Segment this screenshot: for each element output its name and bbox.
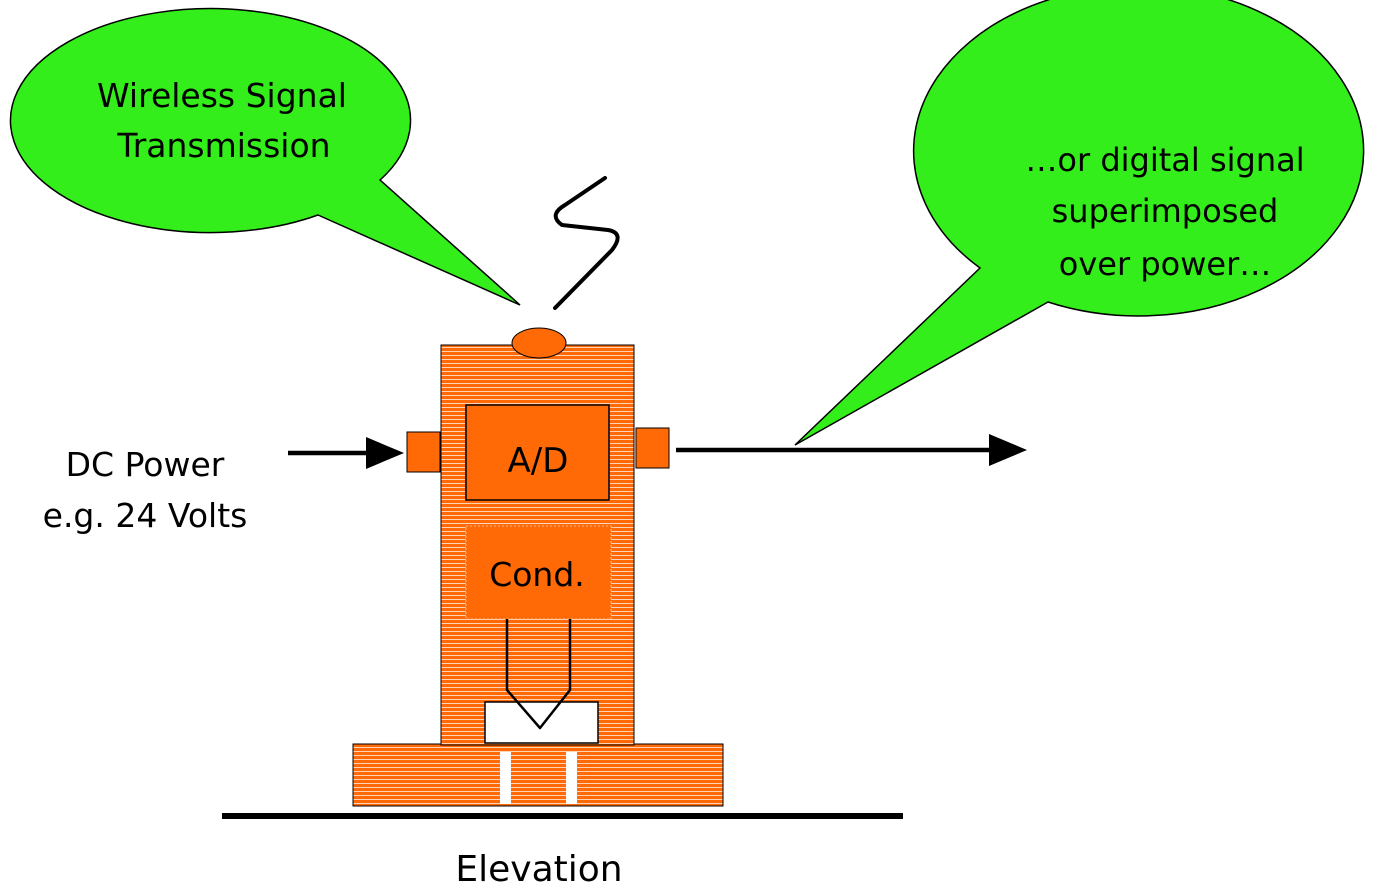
base-slot-left: [500, 752, 511, 804]
power-input-arrow: [288, 437, 404, 469]
wireless-callout-shape: [9, 7, 521, 306]
base-slot-right: [566, 752, 577, 804]
ad-converter-box: [465, 404, 610, 501]
ad-converter-label: A/D: [508, 441, 569, 481]
digital-signal-callout: …or digital signal superimposed over pow…: [794, 0, 1365, 446]
antenna-icon: [553, 176, 620, 310]
wireless-callout: Wireless Signal Transmission: [9, 7, 521, 306]
digital-signal-callout-line2: superimposed: [1052, 192, 1279, 230]
conditioner-box: [465, 525, 612, 620]
dc-power-voltage-label: e.g. 24 Volts: [43, 496, 248, 535]
wireless-callout-line2: Transmission: [116, 126, 330, 165]
wireless-callout-line1: Wireless Signal: [97, 76, 347, 115]
sensor-element: [484, 701, 599, 744]
digital-signal-callout-line1: …or digital signal: [1025, 141, 1304, 179]
sensor-wires: [505, 619, 572, 730]
digital-signal-callout-shape: [794, 0, 1365, 446]
conditioner-label: Cond.: [489, 555, 585, 594]
signal-output-arrow: [676, 434, 1027, 466]
transmitter-cap: [511, 327, 567, 359]
dc-power-label: DC Power: [66, 445, 225, 484]
base-plate: [352, 743, 724, 807]
digital-signal-callout-line3: over power…: [1059, 245, 1271, 283]
signal-connector: [635, 427, 670, 469]
power-connector: [406, 431, 441, 473]
elevation-caption: Elevation: [455, 849, 622, 890]
